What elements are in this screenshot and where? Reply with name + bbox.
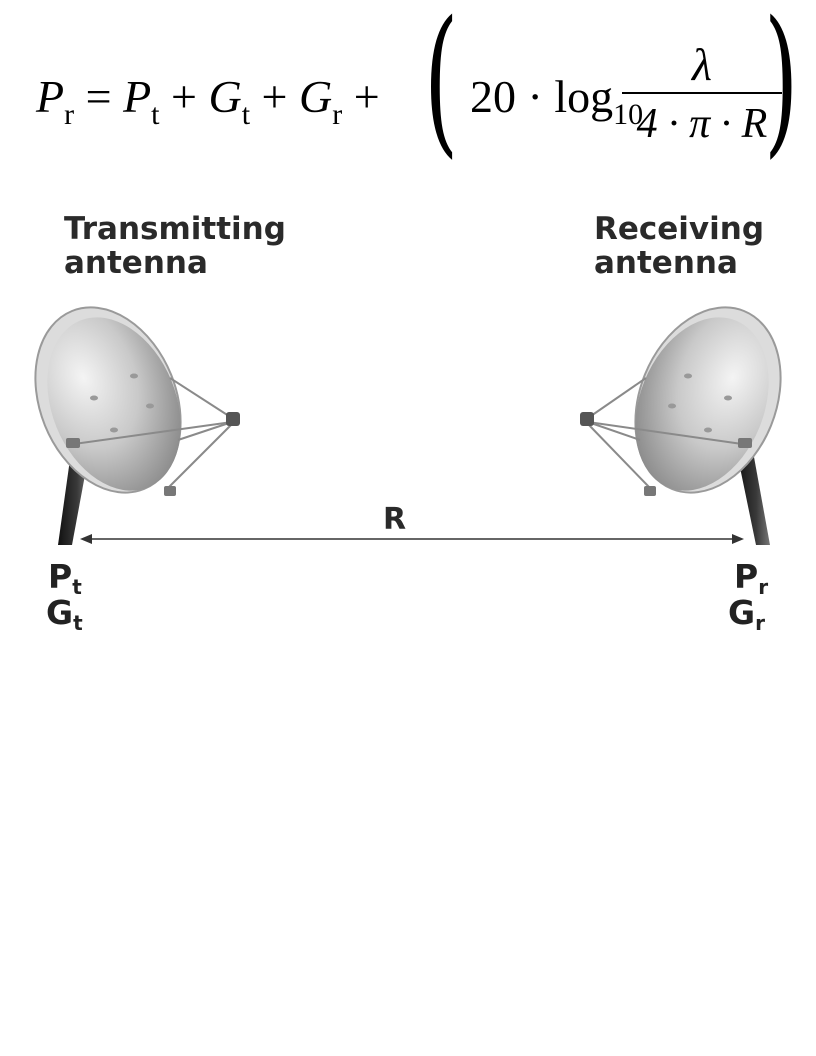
formula-sum-terms: Pr = Pt + Gt + Gr + <box>36 71 380 131</box>
formula-denominator: 4 · π · R <box>636 101 768 147</box>
distance-arrow <box>80 534 744 544</box>
receiving-dish-icon <box>580 306 782 545</box>
formula-receive-gain: G <box>299 71 333 122</box>
receive-power-symbol: Pr <box>734 557 769 600</box>
transmit-power-symbol: Pt <box>48 557 82 600</box>
formula-close-paren: ) <box>764 0 799 173</box>
formula-fraction: λ 4 · π · R <box>622 20 782 147</box>
formula-transmit-gain: G <box>208 71 242 122</box>
formula-fraction-bar <box>622 92 782 94</box>
formula-wavelength: λ <box>692 39 712 90</box>
formula-transmit-power: P <box>123 71 152 122</box>
distance-label: R <box>383 502 407 537</box>
transmitting-antenna-label: Transmitting antenna <box>64 211 286 281</box>
receiving-antenna-label: Receiving antenna <box>594 211 765 281</box>
receive-gain-symbol: Gr <box>728 593 765 636</box>
formula-log-term: 20 · log10 <box>470 71 644 131</box>
path-loss-formula: Pr = Pt + Gt + Gr + ( 20 · log10 λ 4 · π… <box>30 0 810 173</box>
transmit-gain-symbol: Gt <box>46 593 83 636</box>
formula-open-paren: ( <box>424 0 459 173</box>
formula-received-power: P <box>36 71 65 122</box>
transmitting-dish-icon <box>34 306 240 545</box>
